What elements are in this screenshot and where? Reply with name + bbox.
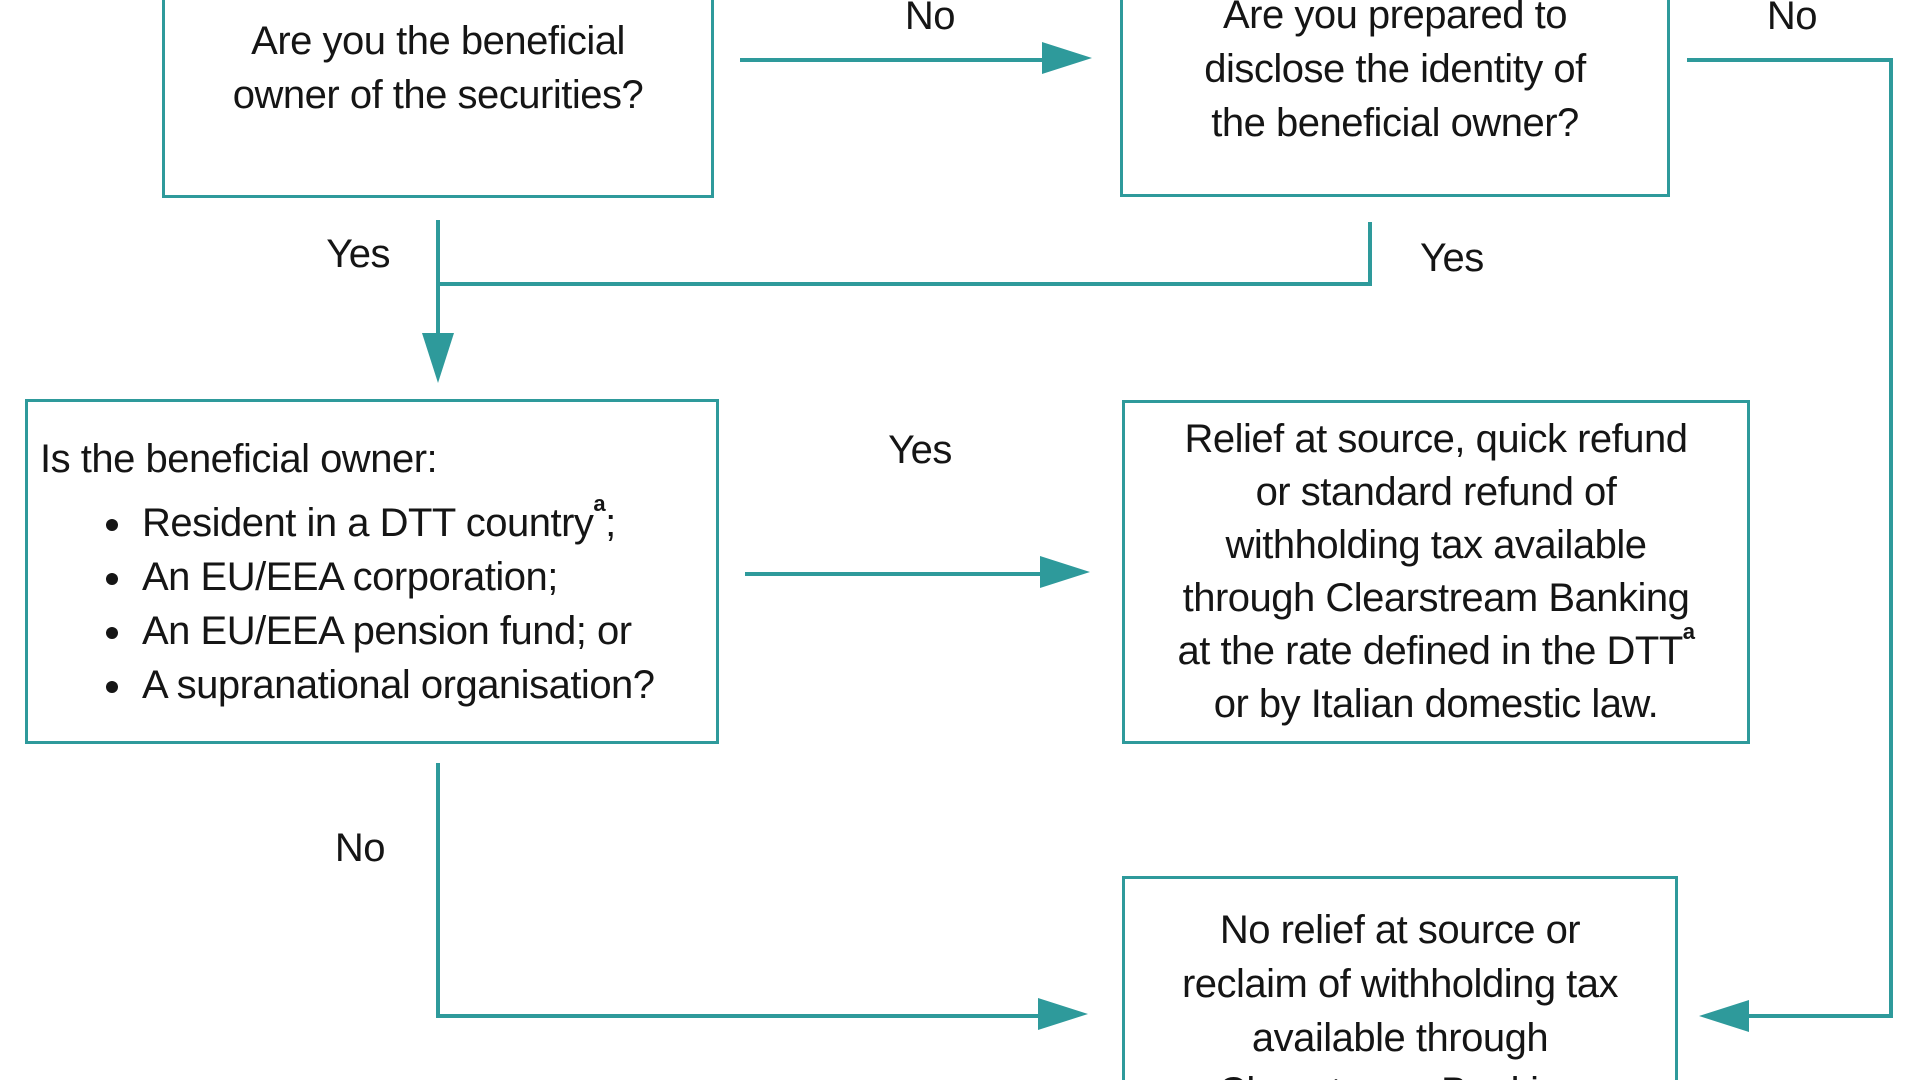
node-prepared-to-disclose: Are you prepared to disclose the identit… bbox=[1120, 0, 1670, 197]
node-text-line: withholding tax available bbox=[1225, 523, 1647, 567]
node-text-line: Are you prepared to bbox=[1222, 0, 1568, 37]
edge-label-no-disclose: No bbox=[904, 0, 956, 38]
node-no-relief: No relief at source or reclaim of withho… bbox=[1122, 876, 1678, 1080]
edge-label-yes-disclose: Yes bbox=[1420, 236, 1484, 280]
node-beneficial-owner-type: Is the beneficial owner: Resident in a D… bbox=[25, 399, 719, 744]
edge-label-no-type: No bbox=[334, 826, 386, 870]
node-text-line: disclose the identity of bbox=[1204, 46, 1586, 91]
bullet-tail: ; bbox=[605, 501, 616, 545]
node-text-line: available through bbox=[1251, 1016, 1549, 1060]
node-text-line: through Clearstream Banking bbox=[1182, 576, 1690, 620]
arrowhead-right-icon bbox=[1042, 42, 1092, 74]
footnote-marker: a bbox=[1682, 618, 1695, 644]
edge-label-no-right: No bbox=[1766, 0, 1818, 38]
node-text-line: or standard refund of bbox=[1255, 470, 1617, 514]
node-text: at the rate defined in the DTT bbox=[1177, 629, 1683, 673]
bullet-text: An EU/EEA corporation; bbox=[142, 555, 558, 599]
node-text-line: Are you the beneficial bbox=[251, 19, 625, 63]
connector-no-to-disclose-line bbox=[740, 58, 1042, 62]
node-text-line: the beneficial owner? bbox=[1211, 100, 1579, 145]
node-text-line: at the rate defined in the DTTa bbox=[1177, 620, 1695, 678]
node-text-line: or by Italian domestic law. bbox=[1213, 682, 1659, 726]
bullet-item: Resident in a DTT countrya; bbox=[136, 492, 655, 550]
node-text-line: Relief at source, quick refund bbox=[1184, 417, 1688, 461]
arrowhead-right-icon bbox=[1040, 556, 1090, 588]
node-text-line: owner of the securities? bbox=[232, 73, 644, 117]
node-are-you-beneficial-owner: Are you the beneficial owner of the secu… bbox=[162, 0, 714, 198]
connector-yes-type-line bbox=[745, 572, 1040, 576]
bullet-item: An EU/EEA pension fund; or bbox=[136, 604, 655, 658]
node-text-line: Clearstream Banking bbox=[1218, 1065, 1583, 1080]
node-text-line: reclaim of withholding tax bbox=[1181, 962, 1619, 1006]
node-relief-available: Relief at source, quick refund or standa… bbox=[1122, 400, 1750, 744]
bullet-list: Resident in a DTT countrya; An EU/EEA co… bbox=[40, 492, 655, 712]
connector-no-type-vline bbox=[436, 763, 440, 1018]
footnote-marker: a bbox=[593, 490, 606, 516]
bullet-item: A supranational organisation? bbox=[136, 658, 655, 712]
connector-yes-disclose-line bbox=[436, 282, 1372, 286]
edge-label-yes-owner: Yes bbox=[326, 232, 390, 276]
arrowhead-left-icon bbox=[1699, 1000, 1749, 1032]
arrowhead-right-icon bbox=[1038, 998, 1088, 1030]
bullet-text: Resident in a DTT country bbox=[142, 501, 594, 545]
connector-no-right-vline bbox=[1889, 58, 1893, 1018]
node-text-line: Is the beneficial owner: bbox=[40, 437, 438, 481]
bullet-text: An EU/EEA pension fund; or bbox=[142, 609, 632, 653]
connector-yes-disclose-stub bbox=[1368, 222, 1372, 286]
connector-no-right-bottom-hline bbox=[1745, 1014, 1891, 1018]
node-text-line: No relief at source or bbox=[1219, 908, 1581, 952]
bullet-item: An EU/EEA corporation; bbox=[136, 550, 655, 604]
arrowhead-down-icon bbox=[422, 333, 454, 383]
edge-label-yes-type: Yes bbox=[888, 428, 952, 472]
bullet-text: A supranational organisation? bbox=[142, 663, 655, 707]
connector-yes-owner-line bbox=[436, 220, 440, 333]
connector-no-right-top-hline bbox=[1687, 58, 1891, 62]
connector-no-type-hline bbox=[436, 1014, 1038, 1018]
